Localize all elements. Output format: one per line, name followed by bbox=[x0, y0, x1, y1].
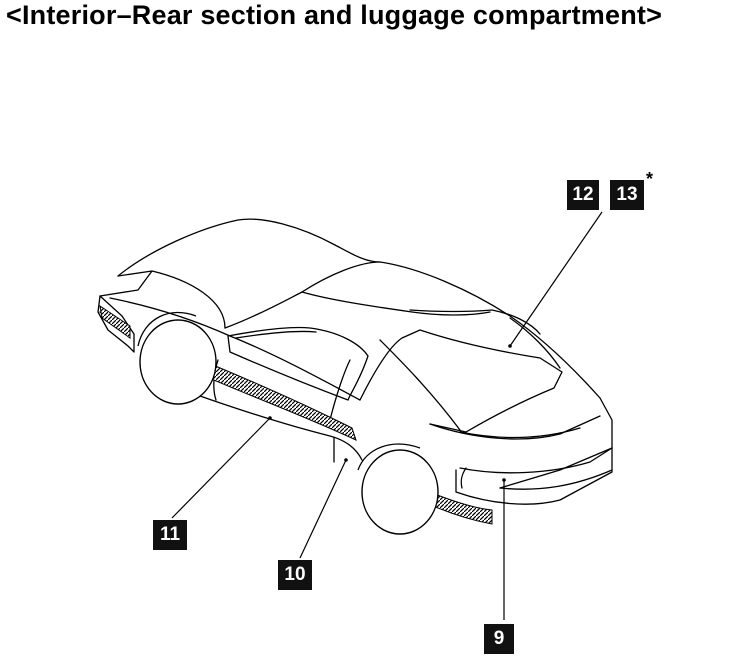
hood-front-edge bbox=[99, 270, 153, 297]
rocker-line bbox=[199, 395, 363, 461]
windshield bbox=[224, 261, 381, 329]
front-bumper-trim bbox=[99, 304, 131, 339]
page-title: <Interior–Rear section and luggage compa… bbox=[6, 0, 663, 30]
front-bumper bbox=[97, 295, 135, 353]
front-wheel bbox=[139, 319, 217, 405]
rear-glass-outline bbox=[359, 329, 563, 433]
leader-line-12-13 bbox=[509, 211, 603, 347]
side-trim-strip bbox=[195, 357, 357, 441]
leader-line-10 bbox=[299, 459, 347, 559]
leader-line-11 bbox=[171, 417, 271, 519]
callout-13: 13 bbox=[610, 180, 644, 210]
side-window bbox=[227, 326, 369, 401]
callout-9: 9 bbox=[484, 624, 514, 654]
callout-10: 10 bbox=[278, 560, 312, 590]
cowl-line bbox=[151, 270, 226, 329]
rear-bumper bbox=[459, 447, 613, 474]
note-asterisk: * bbox=[646, 169, 654, 189]
roof-line bbox=[301, 291, 491, 316]
rear-glass-top bbox=[409, 309, 541, 335]
rear-bumper-trim bbox=[423, 489, 493, 525]
rear-wheel bbox=[361, 449, 439, 535]
door-line bbox=[329, 359, 351, 421]
rear-deck bbox=[429, 415, 601, 440]
callout-12: 12 bbox=[567, 180, 599, 210]
rear-glass-inner bbox=[379, 339, 461, 431]
callout-11: 11 bbox=[153, 520, 187, 550]
